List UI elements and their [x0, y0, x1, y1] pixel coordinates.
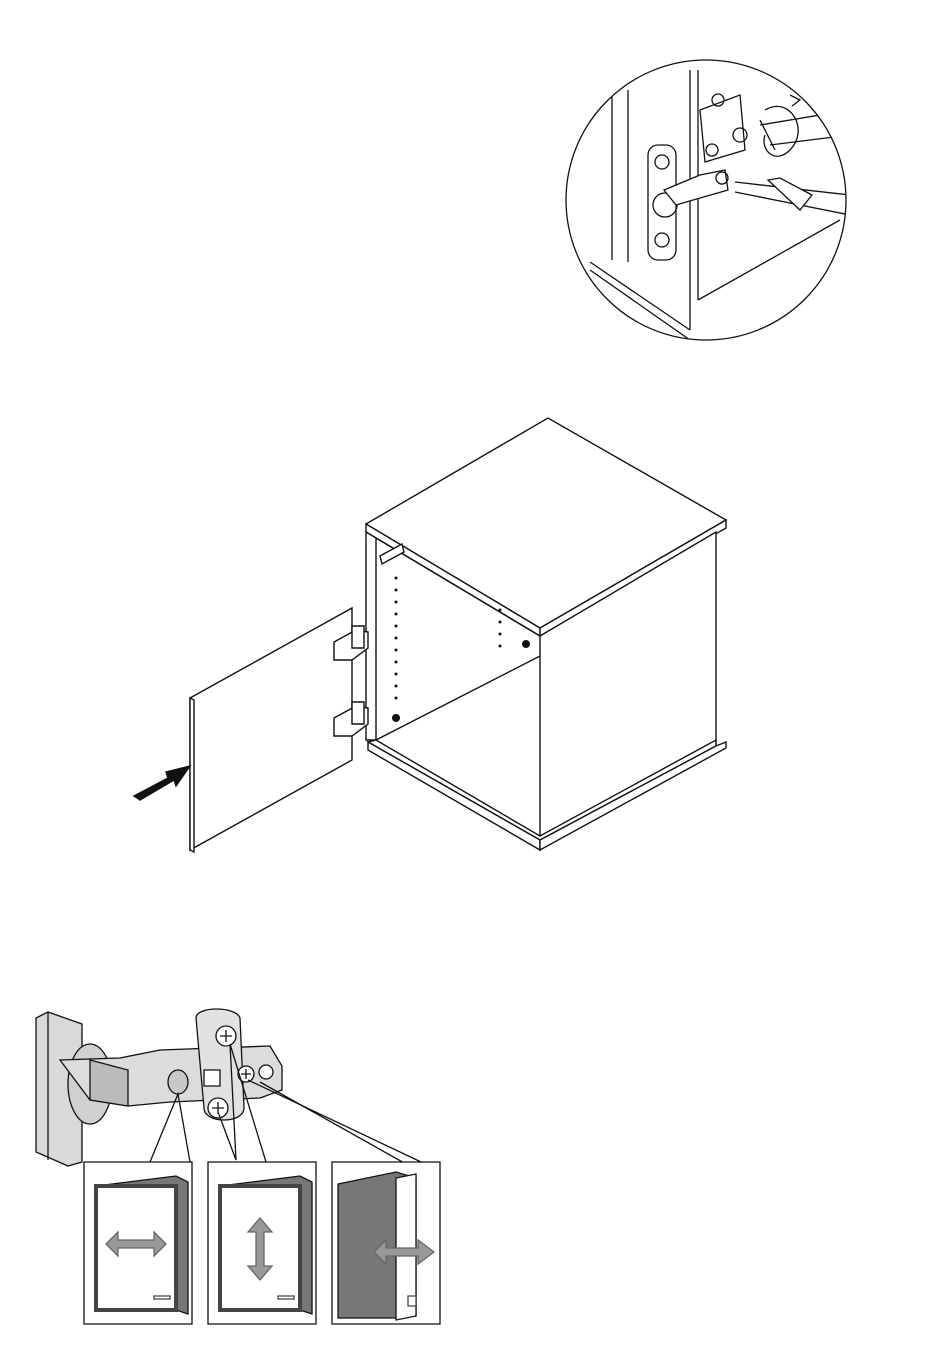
cabinet-door-figure: [134, 418, 726, 852]
hinge-detail-figure: [566, 60, 850, 340]
hinge-adjustment-figure: [36, 1009, 440, 1324]
